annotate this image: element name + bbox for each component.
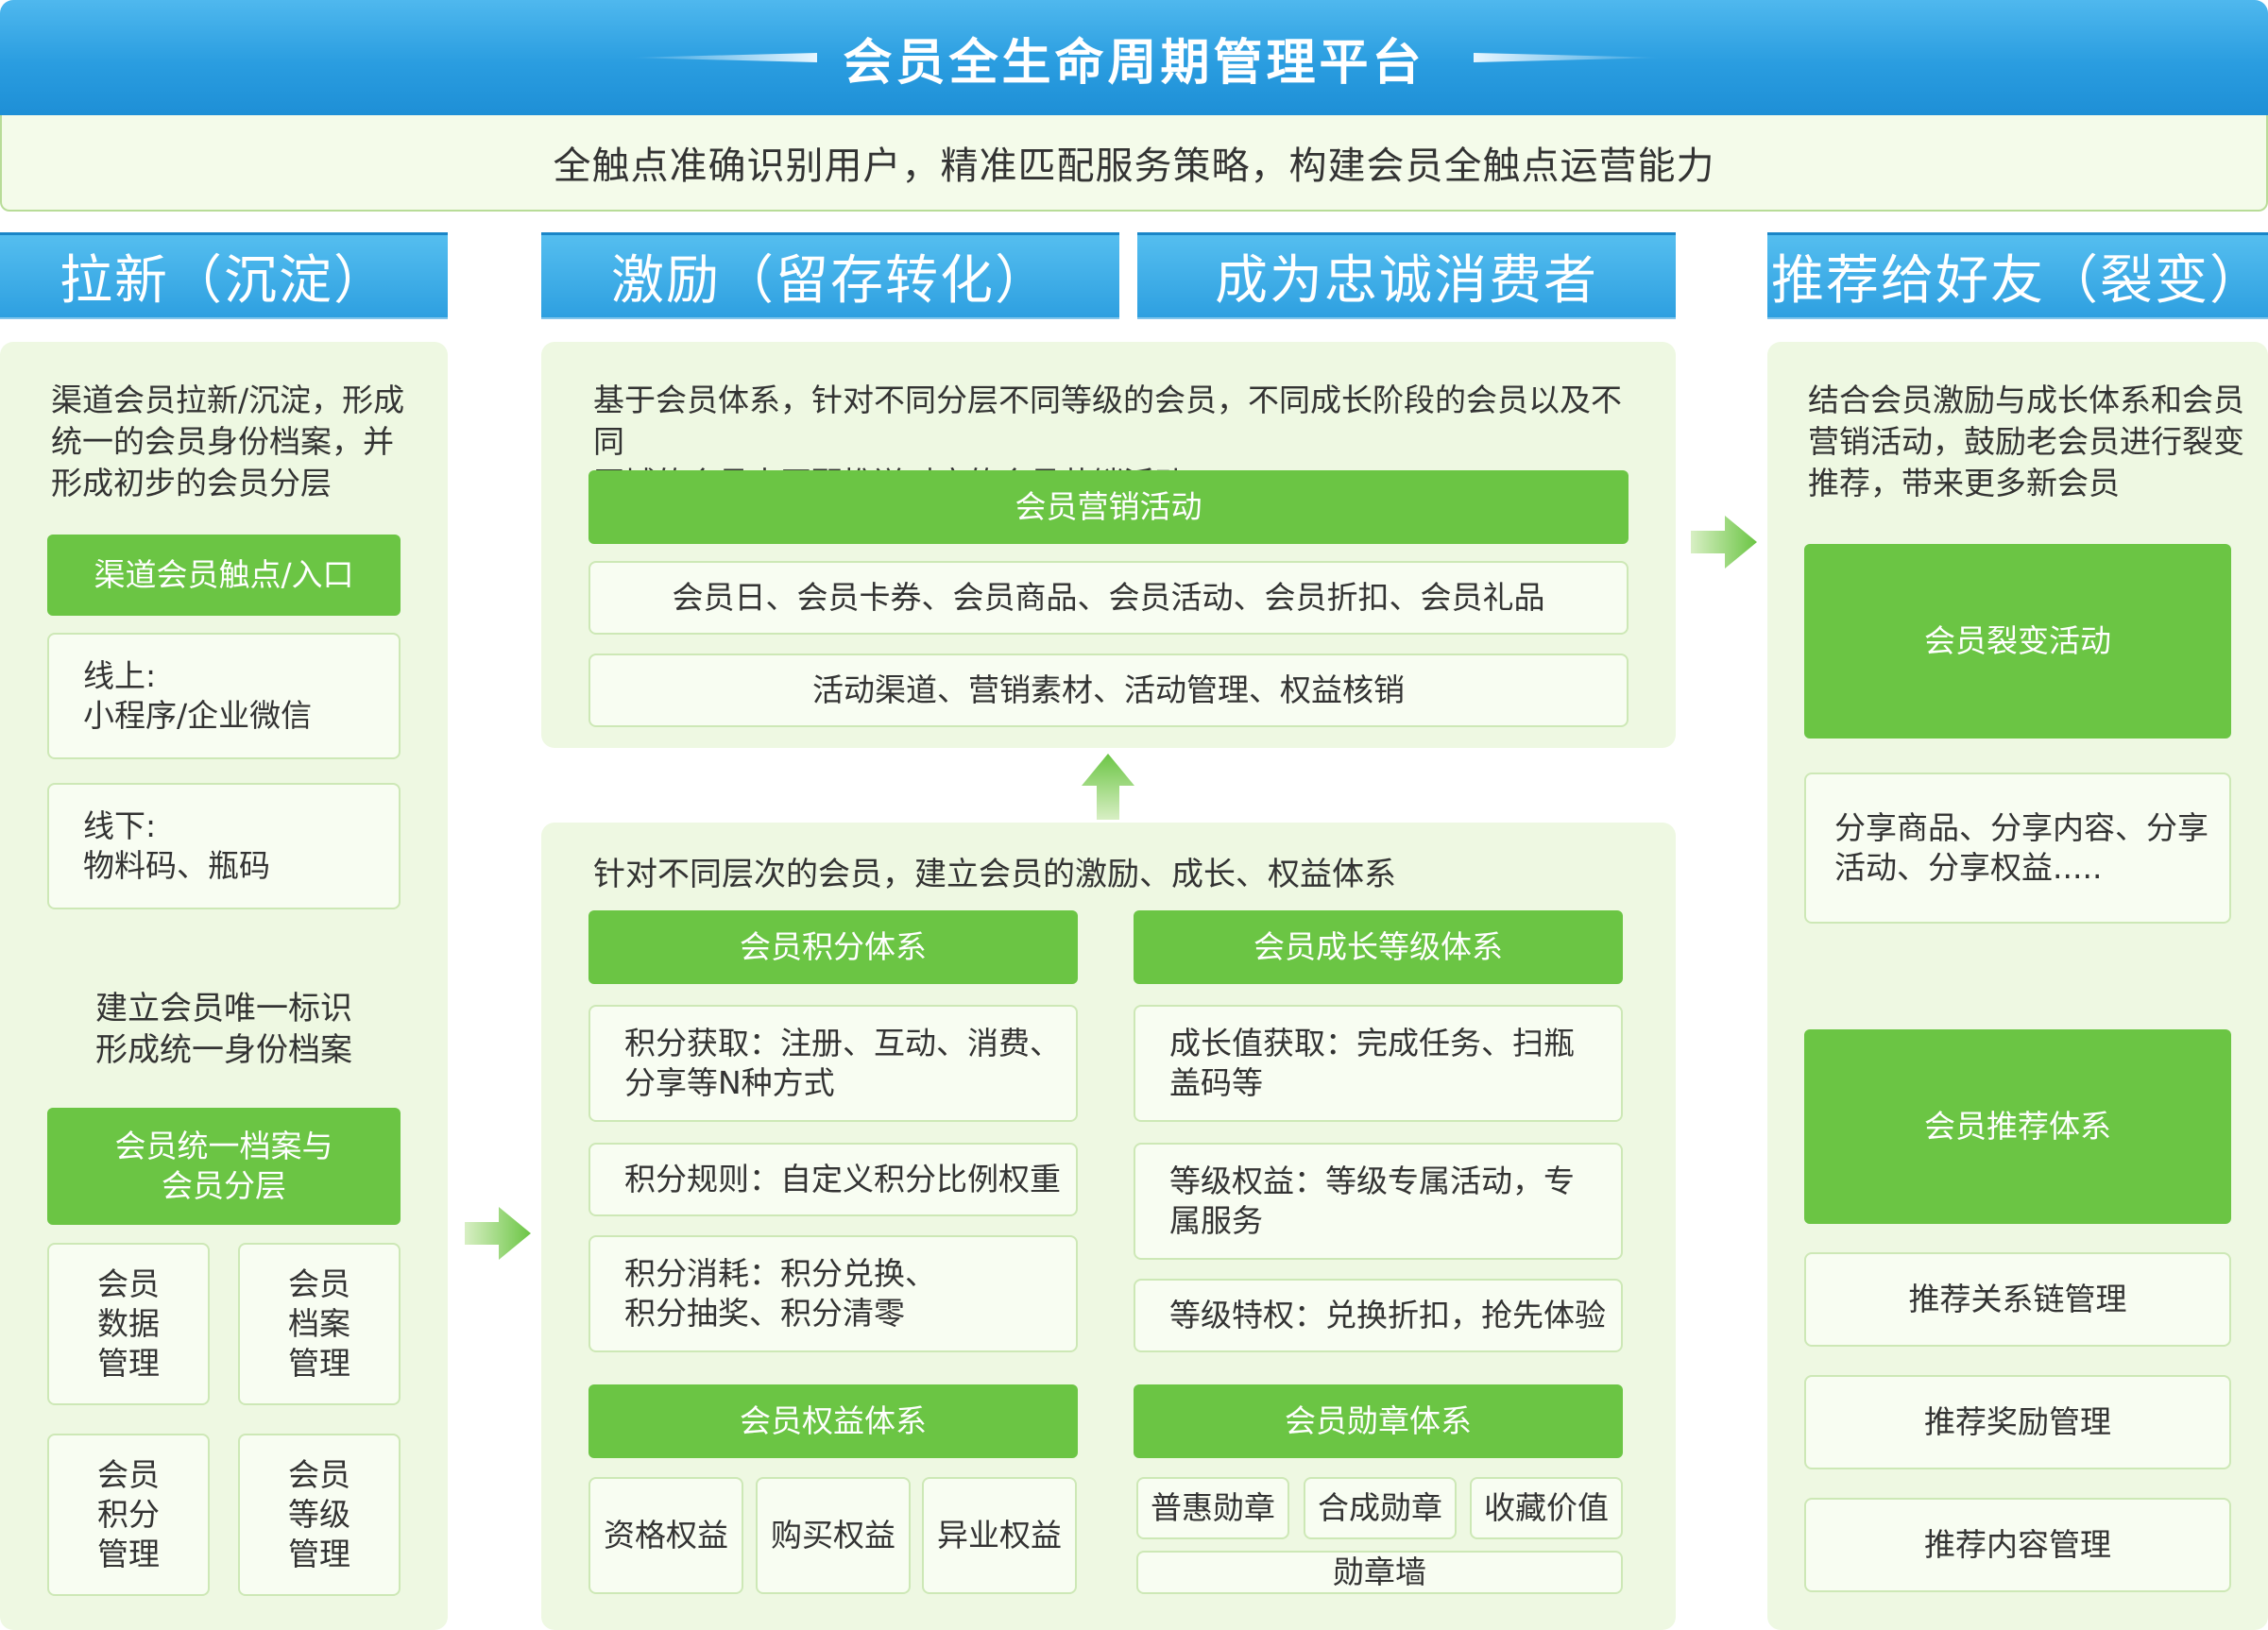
level-rights-box: 等级权益：等级专属活动，专 属服务 (1134, 1143, 1623, 1260)
stage-acquire: 拉新（沉淀） (0, 232, 448, 319)
referral-description: 结合会员激励与成长体系和会员 营销活动，鼓励老会员进行裂变 推荐，带来更多新会员 (1808, 380, 2261, 504)
growth-earn-box: 成长值获取：完成任务、扫瓶 盖码等 (1134, 1005, 1623, 1122)
referral-content-management: 推荐内容管理 (1804, 1498, 2231, 1592)
points-rule-box: 积分规则：自定义积分比例权重 (588, 1143, 1078, 1216)
grid-line: 管理 (97, 1536, 160, 1572)
grid-line: 会员 (288, 1265, 350, 1302)
referral-chain-management: 推荐关系链管理 (1804, 1252, 2231, 1347)
referral-system-title: 会员推荐体系 (1804, 1029, 2231, 1224)
marketing-activity-ops: 活动渠道、营销素材、活动管理、权益核销 (588, 654, 1629, 727)
points-consume-line: 积分抽奖、积分清零 (624, 1295, 905, 1332)
purchase-rights: 购买权益 (756, 1477, 911, 1594)
acquire-description: 渠道会员拉新/沉淀，形成 统一的会员身份档案，并 形成初步的会员分层 (51, 380, 438, 504)
share-line: 分享商品、分享内容、分享 (1834, 809, 2208, 846)
qualification-rights: 资格权益 (588, 1477, 743, 1594)
grid-line: 管理 (288, 1536, 350, 1572)
referral-desc-line: 结合会员激励与成长体系和会员 (1808, 382, 2244, 418)
page-title: 会员全生命周期管理平台 (843, 34, 1425, 92)
points-earn-line: 积分获取：注册、互动、消费、 (624, 1025, 1061, 1061)
marketing-desc-line: 基于会员体系，针对不同分层不同等级的会员，不同成长阶段的会员以及不同 (593, 382, 1622, 460)
growth-earn-line: 盖码等 (1169, 1064, 1263, 1101)
arrow-right-icon (1691, 516, 1757, 569)
referral-desc-line: 推荐，带来更多新会员 (1808, 465, 2120, 501)
acquire-desc-line: 形成初步的会员分层 (51, 465, 332, 501)
referral-desc-line: 营销活动，鼓励老会员进行裂变 (1808, 423, 2244, 460)
level-rights-line: 等级权益：等级专属活动，专 (1169, 1163, 1575, 1199)
title-decor-left (628, 53, 817, 62)
grid-line: 会员 (288, 1456, 350, 1493)
share-line: 活动、分享权益..... (1834, 849, 2103, 886)
page-subtitle: 全触点准确识别用户，精准匹配服务策略，构建会员全触点运营能力 (553, 144, 1715, 188)
growth-system-title: 会员成长等级体系 (1134, 910, 1623, 984)
online-body: 小程序/企业微信 (83, 697, 313, 734)
badge-system-title: 会员勋章体系 (1134, 1384, 1623, 1458)
acquire-desc-line: 渠道会员拉新/沉淀，形成 (51, 382, 405, 418)
cross-industry-rights: 异业权益 (922, 1477, 1077, 1594)
points-system-title: 会员积分体系 (588, 910, 1078, 984)
level-privilege-line: 等级特权：兑换折扣，抢先体验 (1169, 1297, 1606, 1333)
unified-profile-line: 会员分层 (162, 1167, 286, 1204)
collectible-badge: 收藏价值 (1470, 1477, 1623, 1539)
grid-line: 管理 (97, 1345, 160, 1382)
rights-system-title: 会员权益体系 (588, 1384, 1078, 1458)
title-decor-right (1474, 53, 1663, 62)
grid-line: 档案 (288, 1305, 350, 1342)
fission-activity-title: 会员裂变活动 (1804, 544, 2231, 739)
referral-reward-management: 推荐奖励管理 (1804, 1375, 2231, 1469)
unique-id-note: 建立会员唯一标识 形成统一身份档案 (0, 988, 448, 1071)
offline-touchpoint-box: 线下: 物料码、瓶码 (47, 783, 401, 909)
online-title: 线上: (83, 657, 157, 694)
stage-incent: 激励（留存转化） (541, 232, 1119, 319)
unified-profile-title: 会员统一档案与 会员分层 (47, 1108, 401, 1225)
subtitle-bar: 全触点准确识别用户，精准匹配服务策略，构建会员全触点运营能力 (0, 115, 2268, 212)
unique-id-line: 形成统一身份档案 (95, 1031, 352, 1069)
offline-body: 物料码、瓶码 (83, 847, 270, 884)
stage-loyal: 成为忠诚消费者 (1137, 232, 1676, 319)
growth-earn-line: 成长值获取：完成任务、扫瓶 (1169, 1025, 1575, 1061)
touchpoint-title: 渠道会员触点/入口 (47, 535, 401, 616)
member-points-management: 会员 积分 管理 (47, 1434, 210, 1596)
badge-wall: 勋章墙 (1136, 1551, 1623, 1594)
unified-profile-line: 会员统一档案与 (114, 1128, 333, 1164)
arrow-right-icon (465, 1207, 531, 1260)
offline-title: 线下: (83, 807, 157, 844)
points-earn-box: 积分获取：注册、互动、消费、 分享等N种方式 (588, 1005, 1078, 1122)
incentive-description: 针对不同层次的会员，建立会员的激励、成长、权益体系 (593, 856, 1396, 893)
common-badge: 普惠勋章 (1136, 1477, 1289, 1539)
member-data-management: 会员 数据 管理 (47, 1243, 210, 1405)
grid-line: 会员 (97, 1456, 160, 1493)
grid-line: 数据 (97, 1305, 160, 1342)
points-consume-line: 积分消耗：积分兑换、 (624, 1255, 936, 1292)
points-rule-line: 积分规则：自定义积分比例权重 (624, 1161, 1061, 1197)
marketing-activity-title: 会员营销活动 (588, 470, 1629, 544)
arrow-up-icon (1082, 754, 1134, 820)
grid-line: 管理 (288, 1345, 350, 1382)
composite-badge: 合成勋章 (1304, 1477, 1457, 1539)
marketing-activity-types: 会员日、会员卡券、会员商品、会员活动、会员折扣、会员礼品 (588, 561, 1629, 635)
grid-line: 积分 (97, 1496, 160, 1533)
member-level-management: 会员 等级 管理 (238, 1434, 401, 1596)
online-touchpoint-box: 线上: 小程序/企业微信 (47, 633, 401, 759)
points-earn-line: 分享等N种方式 (624, 1064, 835, 1101)
acquire-desc-line: 统一的会员身份档案，并 (51, 423, 394, 460)
points-consume-box: 积分消耗：积分兑换、 积分抽奖、积分清零 (588, 1235, 1078, 1352)
grid-line: 会员 (97, 1265, 160, 1302)
level-rights-line: 属服务 (1169, 1202, 1263, 1239)
stage-refer: 推荐给好友（裂变） (1767, 232, 2268, 319)
unique-id-line: 建立会员唯一标识 (95, 990, 352, 1027)
member-profile-management: 会员 档案 管理 (238, 1243, 401, 1405)
share-box: 分享商品、分享内容、分享 活动、分享权益..... (1804, 773, 2231, 924)
title-bar: 会员全生命周期管理平台 (0, 0, 2268, 115)
level-privilege-box: 等级特权：兑换折扣，抢先体验 (1134, 1279, 1623, 1352)
grid-line: 等级 (288, 1496, 350, 1533)
